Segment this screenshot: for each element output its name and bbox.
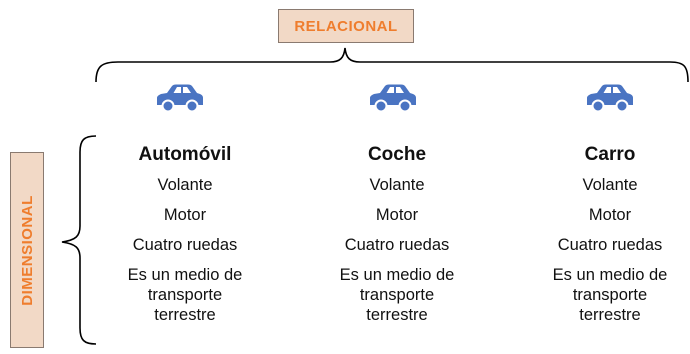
item-medio-line-2: transporte [147,286,223,304]
item-medio-line-2: transporte [359,286,435,304]
item-medio-line-3: terrestre [366,306,428,324]
item-cuatro-ruedas: Cuatro ruedas [344,236,450,254]
item-medio-line-1: Es un medio de [552,266,668,284]
item-volante: Volante [582,176,638,194]
item-medio-line-1: Es un medio de [127,266,243,284]
item-cuatro-ruedas: Cuatro ruedas [557,236,663,254]
item-medio-line-3: terrestre [579,306,641,324]
car-icon [370,84,416,113]
column-automovil: Automóvil Volante Motor Cuatro ruedas Es… [105,144,265,325]
relacional-label: RELACIONAL [278,9,414,43]
item-volante: Volante [157,176,213,194]
dimensional-label: DIMENSIONAL [10,152,44,348]
car-icon [157,84,203,113]
item-motor: Motor [163,206,207,224]
column-title: Coche [367,144,427,165]
top-brace [95,47,689,83]
column-coche: Coche Volante Motor Cuatro ruedas Es un … [317,144,477,325]
column-title: Automóvil [138,144,232,165]
item-motor: Motor [375,206,419,224]
item-volante: Volante [369,176,425,194]
item-motor: Motor [588,206,632,224]
item-medio-line-2: transporte [572,286,648,304]
column-title: Carro [584,144,636,165]
item-medio-line-3: terrestre [154,306,216,324]
item-medio-line-1: Es un medio de [339,266,455,284]
relacional-label-text: RELACIONAL [294,17,398,35]
item-cuatro-ruedas: Cuatro ruedas [132,236,238,254]
column-carro: Carro Volante Motor Cuatro ruedas Es un … [530,144,690,325]
left-brace [61,135,97,345]
car-icon [587,84,633,113]
